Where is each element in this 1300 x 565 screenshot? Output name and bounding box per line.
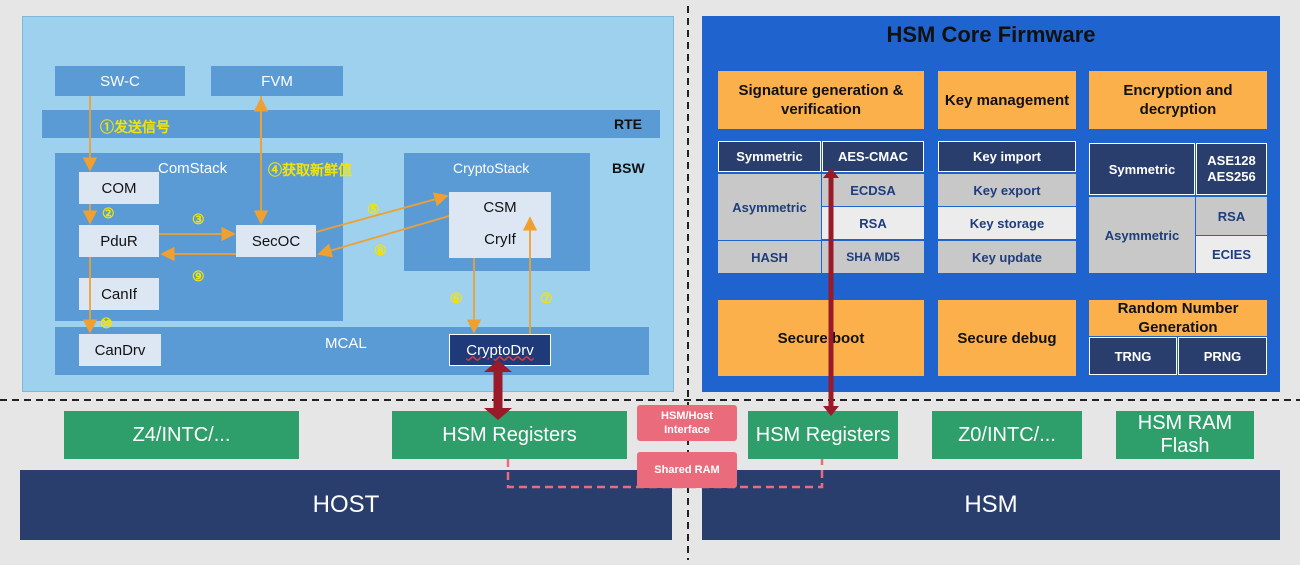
rng-header: Random Number Generation [1089, 300, 1267, 336]
secure-debug-box: Secure debug [938, 300, 1076, 376]
rte-label: RTE [614, 116, 642, 132]
secoc-box: SecOC [236, 225, 316, 257]
pdur-box: PduR [79, 225, 159, 257]
sig-asymmetric-cell: Asymmetric [718, 174, 821, 240]
host-bar: HOST [20, 470, 672, 540]
signature-header: Signature generation & verification [718, 71, 924, 129]
key-import-cell: Key import [938, 141, 1076, 172]
arrow-secoc-csm [315, 192, 449, 233]
rte-bar [42, 110, 660, 138]
firmware-title: HSM Core Firmware [886, 22, 1096, 47]
arrow-csm-secoc [317, 215, 450, 258]
enc-ecies-cell: ECIES [1196, 236, 1267, 273]
key-update-cell: Key update [938, 241, 1076, 273]
prng-cell: PRNG [1178, 337, 1267, 375]
key-export-cell: Key export [938, 174, 1076, 206]
hsm-ram-flash-box: HSM RAM Flash [1116, 411, 1254, 459]
key-management-header: Key management [938, 71, 1076, 129]
step-7-label: ⑦ [540, 290, 553, 306]
enc-asymmetric-cell: Asymmetric [1089, 197, 1195, 273]
z0-intc-box: Z0/INTC/... [932, 411, 1082, 459]
flow-arrows [82, 96, 538, 334]
enc-aes-cell: ASE128 AES256 [1196, 143, 1267, 195]
sig-hash-cell: HASH [718, 241, 821, 273]
step-3-label: ③ [192, 211, 205, 227]
comstack-label: ComStack [158, 160, 228, 177]
sig-symmetric-cell: Symmetric [718, 141, 821, 172]
host-hsm-registers-box: HSM Registers [392, 411, 627, 459]
sig-aes-cmac-cell: AES-CMAC [822, 141, 924, 172]
trng-cell: TRNG [1089, 337, 1177, 375]
hsm-bar: HSM [702, 470, 1280, 540]
step-9-label: ⑨ [192, 268, 205, 284]
shared-ram-label: Shared RAM [637, 452, 737, 488]
bsw-label: BSW [612, 160, 645, 176]
cryif-label: CryIf [484, 231, 516, 248]
sig-ecdsa-cell: ECDSA [822, 174, 924, 206]
aes-cmac-registers-arrow [823, 168, 839, 416]
step-6-label: ⑥ [450, 290, 463, 306]
z4-intc-box: Z4/INTC/... [64, 411, 299, 459]
canif-box: CanIf [79, 278, 159, 310]
mcal-label: MCAL [325, 335, 367, 352]
hsm-registers-box: HSM Registers [748, 411, 898, 459]
secure-boot-box: Secure boot [718, 300, 924, 376]
step-10-label: ⑩ [100, 315, 113, 331]
cryptodrv-label: CryptoDrv [466, 341, 534, 359]
cryptodrv-box: CryptoDrv [449, 334, 551, 366]
step-4-label: ④获取新鲜值 [268, 162, 352, 178]
candrv-box: CanDrv [79, 334, 161, 366]
cryptostack-label: CryptoStack [453, 160, 530, 176]
step-5-label: ⑤ [367, 201, 380, 217]
com-box: COM [79, 172, 159, 204]
step-8-label: ⑧ [374, 242, 387, 258]
swc-box: SW-C [55, 66, 185, 96]
enc-rsa-cell: RSA [1196, 197, 1267, 235]
sig-sha-cell: SHA MD5 [822, 241, 924, 273]
cryptodrv-registers-arrow [484, 360, 512, 420]
step-2-label: ② [102, 205, 115, 221]
hsm-host-interface-label: HSM/Host Interface [637, 405, 737, 441]
step-1-label: ①发送信号 [100, 119, 170, 135]
fvm-box: FVM [211, 66, 343, 96]
sig-rsa-cell: RSA [822, 207, 924, 239]
key-storage-cell: Key storage [938, 207, 1076, 239]
enc-symmetric-cell: Symmetric [1089, 143, 1195, 195]
csm-label: CSM [483, 199, 517, 216]
encryption-header: Encryption and decryption [1089, 71, 1267, 129]
